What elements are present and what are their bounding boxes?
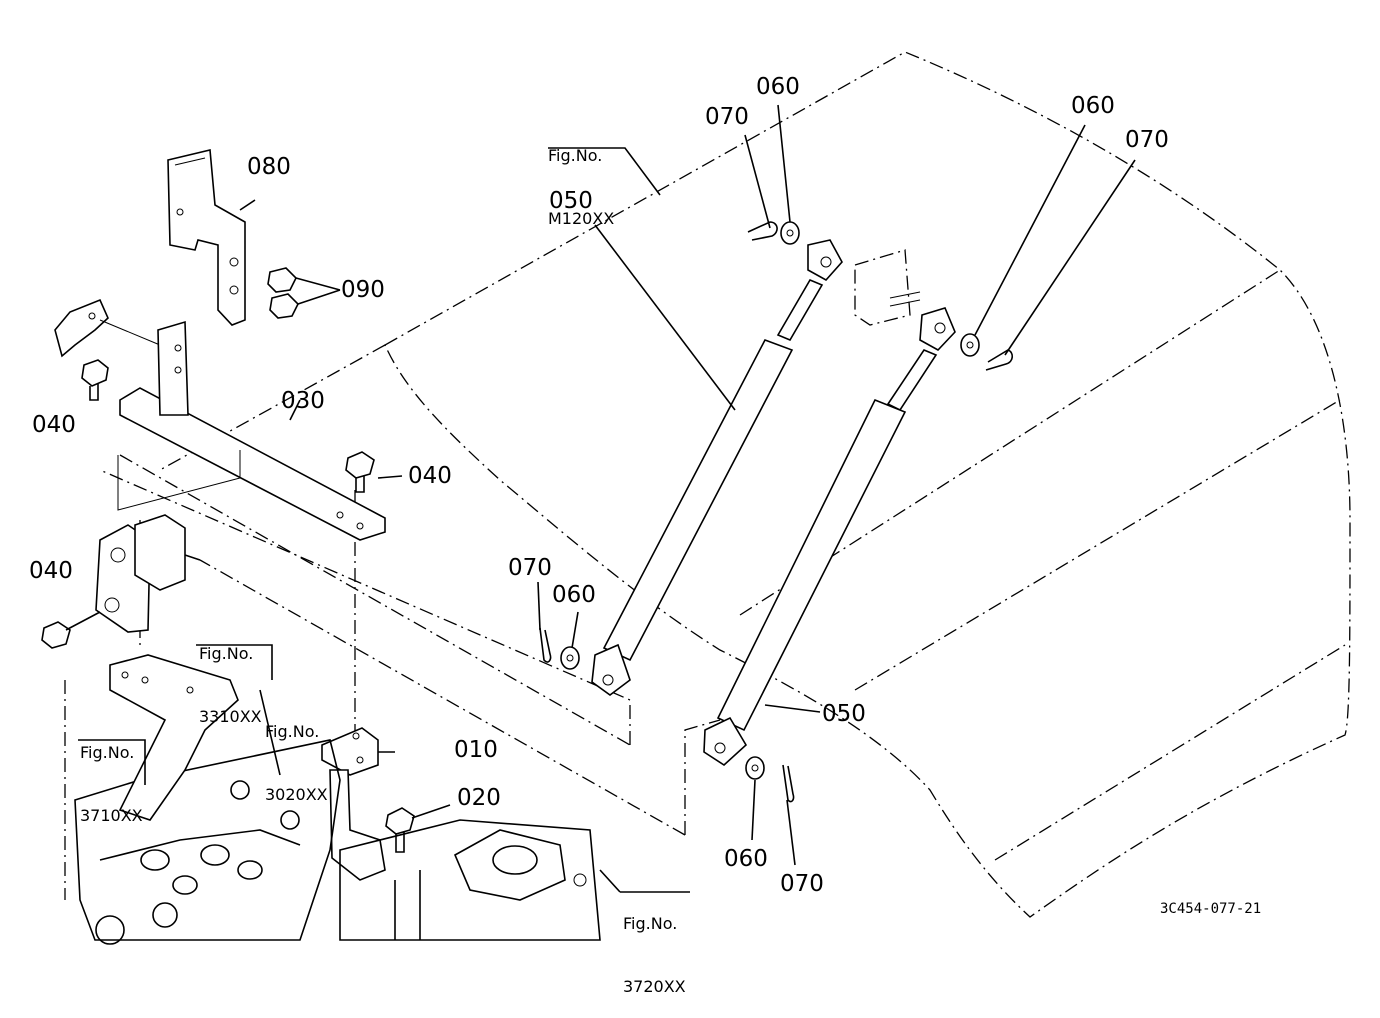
bracket-030 — [119, 320, 386, 541]
part-label-020: 020 — [457, 785, 501, 811]
fig-ref-line1: Fig.No. — [623, 914, 678, 933]
fig-ref-3720xx: Fig.No. 3720XX — [623, 871, 686, 1018]
fig-ref-line1: Fig.No. — [80, 743, 135, 762]
washers-060 — [560, 221, 980, 780]
support-block — [95, 450, 241, 633]
part-label-070: 070 — [780, 871, 824, 897]
fig-ref-line2: 3020XX — [265, 785, 328, 804]
bolt-040-lower — [41, 611, 101, 649]
fig-ref-line1: Fig.No. — [265, 722, 320, 741]
part-label-050: 050 — [549, 188, 593, 214]
part-label-040: 040 — [29, 558, 73, 584]
drawing-code: 3C454-077-21 — [1160, 901, 1262, 917]
part-label-070: 070 — [1125, 127, 1169, 153]
fig-ref-line1: Fig.No. — [548, 146, 603, 165]
part-label-060: 060 — [756, 74, 800, 100]
gas-spring-050-right — [703, 307, 956, 767]
engine-block — [74, 739, 601, 945]
part-label-070: 070 — [508, 555, 552, 581]
fig-ref-line1: Fig.No. — [199, 644, 254, 663]
bolts-090 — [267, 267, 341, 319]
bolt-040-upper — [81, 359, 109, 401]
fig-ref-line2: 3310XX — [199, 707, 262, 726]
fig-ref-line2: 3720XX — [623, 977, 686, 996]
part-label-080: 080 — [247, 154, 291, 180]
leader-lines — [78, 104, 1136, 893]
clip-bracket — [54, 298, 161, 358]
part-label-030: 030 — [281, 388, 325, 414]
part-label-040: 040 — [32, 412, 76, 438]
fig-ref-3020xx: Fig.No. 3020XX — [265, 679, 328, 826]
fig-ref-m120xx: Fig.No. M120XX — [548, 103, 614, 250]
bolt-040-middle — [345, 451, 403, 493]
fig-ref-3310xx: Fig.No. 3310XX — [199, 601, 262, 748]
fig-ref-line2: M120XX — [548, 209, 615, 228]
part-label-040: 040 — [408, 463, 452, 489]
part-label-090: 090 — [341, 277, 385, 303]
bracket-3310 — [109, 654, 239, 821]
part-label-010: 010 — [454, 737, 498, 763]
part-label-060: 060 — [552, 582, 596, 608]
bracket-080 — [167, 149, 246, 326]
part-label-050: 050 — [822, 701, 866, 727]
gas-spring-050-left — [591, 239, 843, 696]
bolt-020 — [385, 804, 451, 853]
mount-bracket — [854, 249, 921, 326]
fig-ref-line2: 3710XX — [80, 806, 143, 825]
part-label-060: 060 — [724, 846, 768, 872]
part-label-070: 070 — [705, 104, 749, 130]
part-label-060: 060 — [1071, 93, 1115, 119]
fig-ref-3710xx: Fig.No. 3710XX — [80, 700, 143, 847]
